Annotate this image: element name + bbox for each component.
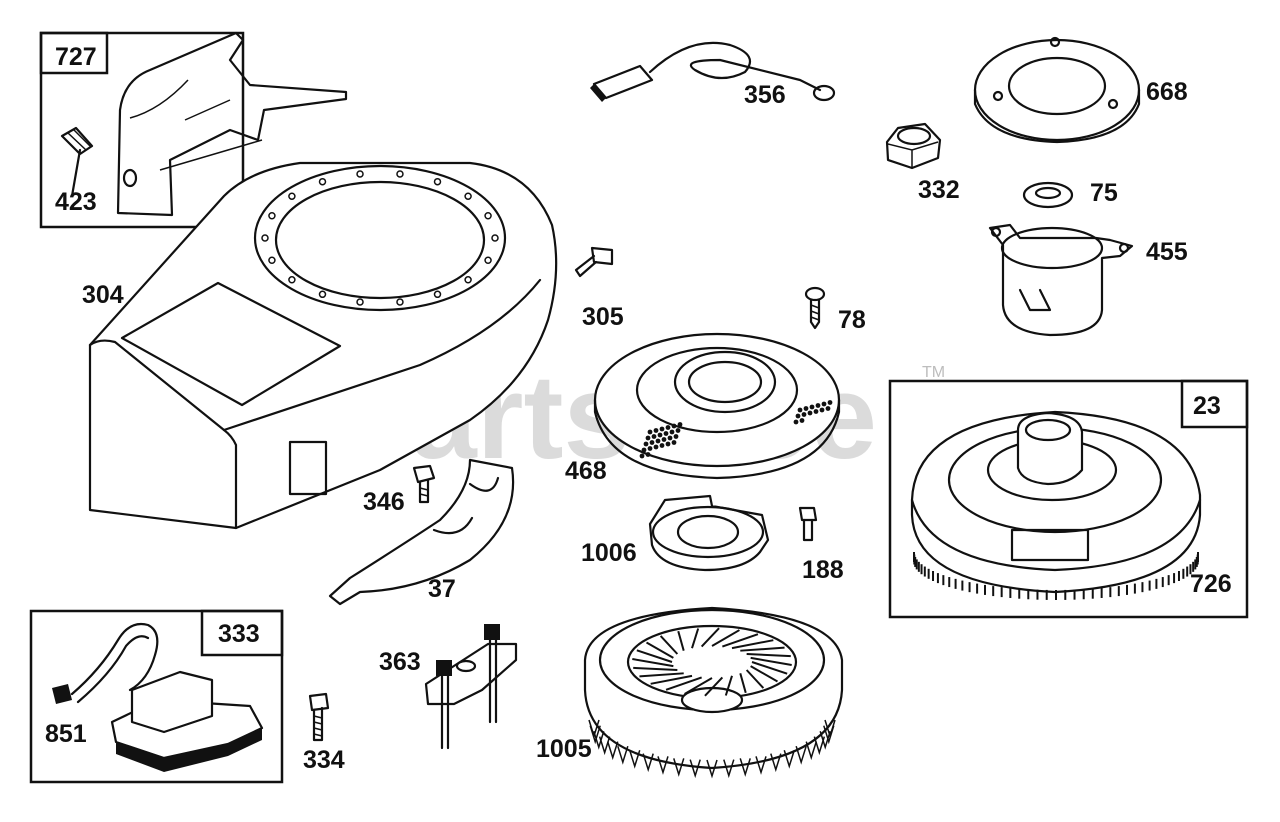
- callout-23: 23: [1193, 392, 1221, 420]
- part-1006-ring[interactable]: [648, 494, 770, 572]
- callout-455: 455: [1146, 238, 1188, 266]
- deflector-727-shape: [116, 31, 348, 217]
- flywheel-teeth: [913, 552, 1199, 600]
- callout-332: 332: [918, 176, 960, 204]
- callout-188: 188: [802, 556, 844, 584]
- callout-304: 304: [82, 281, 124, 309]
- callout-363: 363: [379, 648, 421, 676]
- inset-frame-23: [888, 379, 1249, 619]
- callout-468: 468: [565, 457, 607, 485]
- part-334-bolt[interactable]: [308, 692, 330, 742]
- watermark-trademark: TM: [922, 364, 945, 381]
- part-305-bolt[interactable]: [574, 246, 614, 278]
- part-304-blower-housing[interactable]: [88, 161, 558, 530]
- callout-75: 75: [1090, 179, 1118, 207]
- housing-panel: [120, 281, 342, 407]
- callout-1005: 1005: [536, 735, 592, 763]
- fan-vanes: [588, 627, 836, 779]
- part-23-flywheel-inset[interactable]: [888, 379, 1249, 619]
- part-356-ground-wire[interactable]: [590, 41, 836, 102]
- part-75-washer[interactable]: [1022, 181, 1074, 209]
- part-78-screw[interactable]: [804, 286, 826, 330]
- callout-box-23: [1180, 379, 1249, 429]
- callout-box-333: [200, 609, 284, 657]
- housing-rim-holes: [261, 170, 499, 306]
- callout-37: 37: [428, 575, 456, 603]
- bolt-423: [60, 126, 94, 198]
- callout-334: 334: [303, 746, 345, 774]
- callout-668: 668: [1146, 78, 1188, 106]
- callout-305: 305: [582, 303, 624, 331]
- screen-mesh: [639, 400, 833, 459]
- callout-78: 78: [838, 306, 866, 334]
- callout-346: 346: [363, 488, 405, 516]
- terminal-851: [52, 684, 72, 704]
- callout-726: 726: [1190, 570, 1232, 598]
- part-727-inset[interactable]: [39, 31, 348, 229]
- callout-851: 851: [45, 720, 87, 748]
- callout-423: 423: [55, 188, 97, 216]
- part-468-screen[interactable]: [593, 332, 841, 480]
- part-37-baffle[interactable]: [328, 458, 515, 606]
- part-363-bracket[interactable]: [424, 624, 518, 750]
- callout-box-727: [39, 31, 109, 75]
- inset-frame-333: [29, 609, 284, 784]
- callout-333: 333: [218, 620, 260, 648]
- flywheel-726: [910, 410, 1202, 594]
- part-455-cup[interactable]: [988, 223, 1134, 337]
- part-332-nut[interactable]: [885, 122, 942, 170]
- part-188-bolt[interactable]: [798, 506, 818, 542]
- callout-727: 727: [55, 43, 97, 71]
- part-333-inset[interactable]: [29, 609, 284, 784]
- housing-opening: [274, 180, 486, 300]
- part-668-plate[interactable]: [973, 36, 1141, 144]
- callout-356: 356: [744, 81, 786, 109]
- inset-frame-727: [39, 31, 245, 229]
- callout-1006: 1006: [581, 539, 637, 567]
- part-1005-fan[interactable]: [583, 606, 844, 779]
- part-346-bolt[interactable]: [412, 464, 436, 504]
